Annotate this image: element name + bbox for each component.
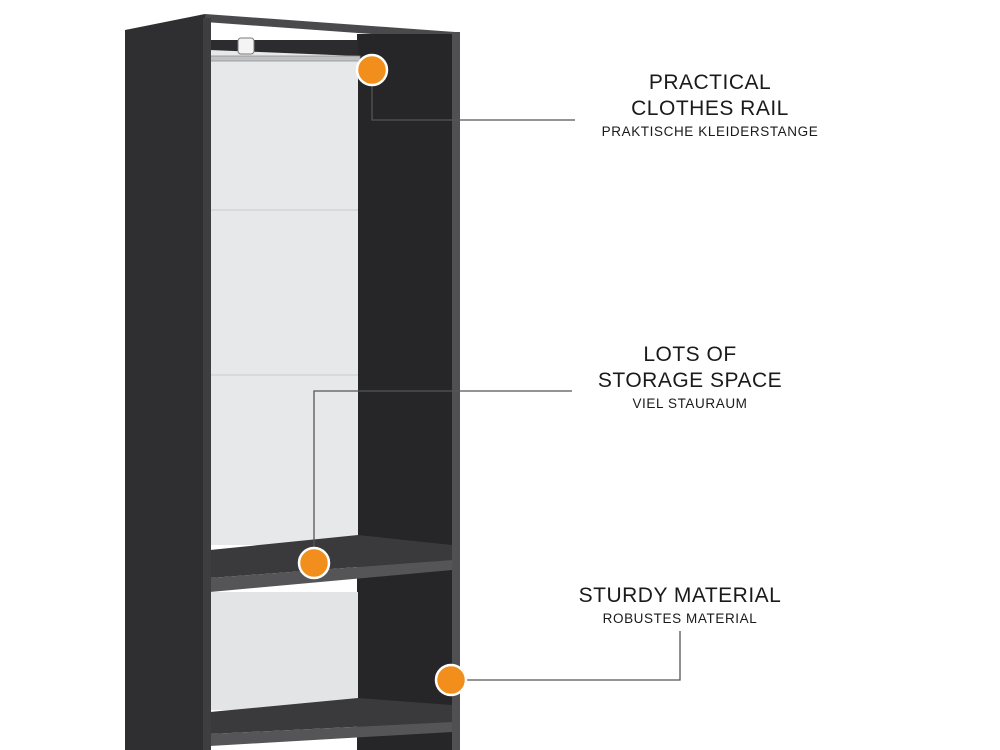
feature-subtitle: ROBUSTES MATERIAL [602, 611, 758, 626]
cabinet-right-inner-wall [357, 34, 452, 750]
marker-clothes-rail [355, 53, 389, 87]
marker-sturdy-material [434, 663, 468, 697]
leader-line-storage [313, 390, 572, 562]
lower-shelf-edge [210, 722, 452, 746]
feature-subtitle: PRAKTISCHE KLEIDERSTANGE [601, 124, 819, 139]
back-panel [210, 40, 358, 545]
marker-storage-space [297, 546, 331, 580]
feature-storage-space: LOTS OF STORAGE SPACE VIEL STAURAUM [540, 342, 840, 412]
leader-line-material [452, 631, 681, 681]
feature-title: LOTS OF STORAGE SPACE [597, 343, 783, 392]
leader-line-rail [371, 70, 575, 121]
lower-back-panel [210, 592, 358, 710]
middle-shelf-top [210, 535, 452, 578]
rail-bracket [237, 37, 255, 55]
cabinet-top [205, 14, 455, 40]
cabinet-left-front-edge [203, 18, 211, 750]
clothes-rail [209, 55, 361, 62]
feature-title: STURDY MATERIAL [578, 584, 782, 607]
middle-shelf-edge [210, 560, 452, 592]
feature-title: PRACTICAL CLOTHES RAIL [631, 71, 789, 120]
feature-sturdy-material: STURDY MATERIAL ROBUSTES MATERIAL [530, 583, 830, 627]
feature-subtitle: VIEL STAURAUM [632, 396, 748, 411]
feature-clothes-rail: PRACTICAL CLOTHES RAIL PRAKTISCHE KLEIDE… [560, 70, 860, 140]
cabinet-left-side [125, 14, 205, 750]
